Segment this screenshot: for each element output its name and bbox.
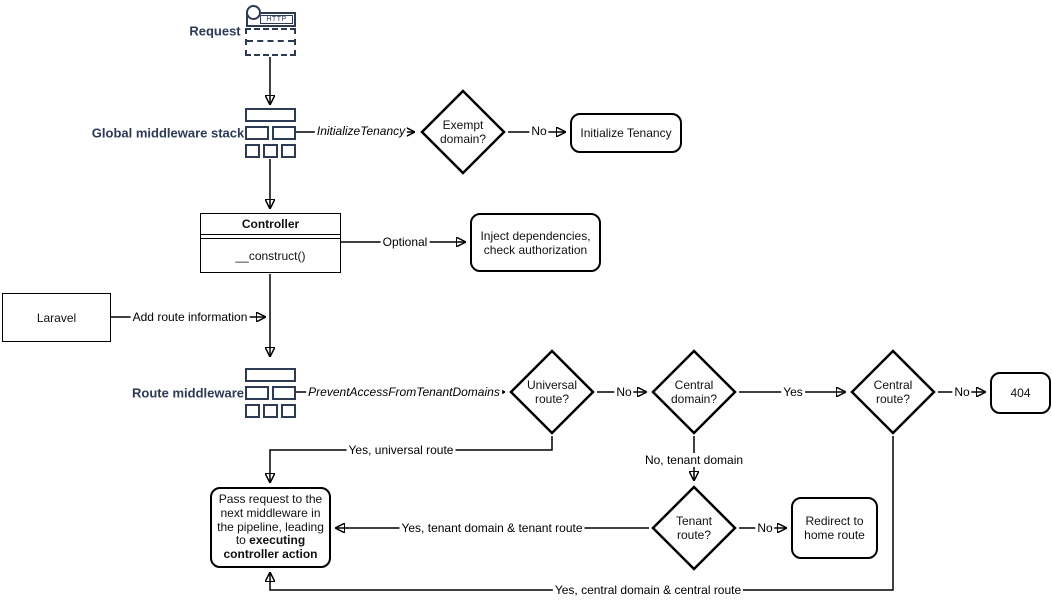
decision-central-domain: Central domain?	[651, 349, 737, 435]
decision-exempt-domain-text: Exempt domain?	[439, 118, 487, 146]
not-found-404-text: 404	[1010, 386, 1031, 400]
edge-label-no-tenant-route: No	[755, 521, 775, 535]
edge-label-no-universal: No	[614, 385, 634, 399]
edge-label-no-central-route: No	[952, 385, 972, 399]
edge-label-yes-central-domain: Yes	[781, 385, 805, 399]
laravel-box: Laravel	[2, 293, 111, 342]
stack-row-icon	[245, 126, 296, 140]
http-request-body-divider	[247, 40, 294, 42]
edge-label-prevent-access: PreventAccessFromTenantDomains	[306, 385, 502, 399]
global-middleware-label: Global middleware stack	[91, 125, 245, 141]
decision-universal-route: Universal route?	[509, 349, 595, 435]
decision-central-route: Central route?	[850, 349, 936, 435]
edge-label-no-exempt: No	[529, 124, 549, 138]
global-middleware-stack-icon	[245, 108, 296, 158]
edge-label-optional: Optional	[380, 235, 430, 249]
request-label: Request	[189, 23, 241, 39]
edge-label-no-tenant-domain: No, tenant domain	[642, 453, 746, 467]
stack-row-icon	[245, 386, 296, 400]
http-request-circle-icon	[246, 5, 261, 20]
controller-class-box: Controller __construct()	[200, 213, 341, 273]
initialize-tenancy-text: Initialize Tenancy	[580, 126, 672, 140]
pass-request-text: Pass request to the next middleware in t…	[217, 492, 324, 562]
controller-construct-method: __construct()	[235, 248, 306, 263]
edge-label-initialize-tenancy-middleware: InitializeTenancy	[314, 124, 408, 138]
edge-label-yes-central: Yes, central domain & central route	[552, 583, 744, 597]
http-protocol-tag: HTTP	[260, 15, 293, 24]
controller-class-divider	[201, 235, 340, 239]
pass-request-bold-text: executing controller action	[223, 533, 318, 562]
decision-exempt-domain: Exempt domain?	[420, 89, 506, 175]
route-middleware-stack-icon	[245, 368, 296, 418]
inject-dependencies-box: Inject dependencies, check authorization	[470, 213, 601, 272]
stack-row-icon	[245, 144, 296, 158]
not-found-404-box: 404	[990, 372, 1051, 414]
http-request-body	[245, 28, 296, 56]
decision-central-domain-text: Central domain?	[670, 378, 718, 406]
decision-central-route-text: Central route?	[873, 378, 913, 406]
stack-row-icon	[245, 404, 296, 418]
route-middleware-label: Route middleware	[132, 385, 244, 401]
http-request-icon: HTTP	[244, 5, 296, 56]
decision-tenant-route: Tenant route?	[651, 485, 737, 571]
redirect-home-box: Redirect to home route	[791, 497, 878, 559]
redirect-home-text: Redirect to home route	[804, 514, 865, 542]
decision-universal-route-text: Universal route?	[526, 378, 577, 406]
inject-dependencies-text: Inject dependencies, check authorization	[480, 228, 591, 257]
stack-row-icon	[245, 108, 296, 122]
edge-label-add-route-information: Add route information	[130, 310, 250, 324]
laravel-text: Laravel	[36, 310, 77, 325]
stack-row-icon	[245, 368, 296, 382]
decision-tenant-route-text: Tenant route?	[675, 514, 713, 542]
pass-request-box: Pass request to the next middleware in t…	[210, 487, 331, 568]
controller-class-title: Controller	[201, 214, 340, 235]
edge-label-yes-tenant: Yes, tenant domain & tenant route	[399, 521, 585, 535]
initialize-tenancy-box: Initialize Tenancy	[570, 113, 682, 153]
edge-label-yes-universal-route: Yes, universal route	[346, 443, 456, 457]
